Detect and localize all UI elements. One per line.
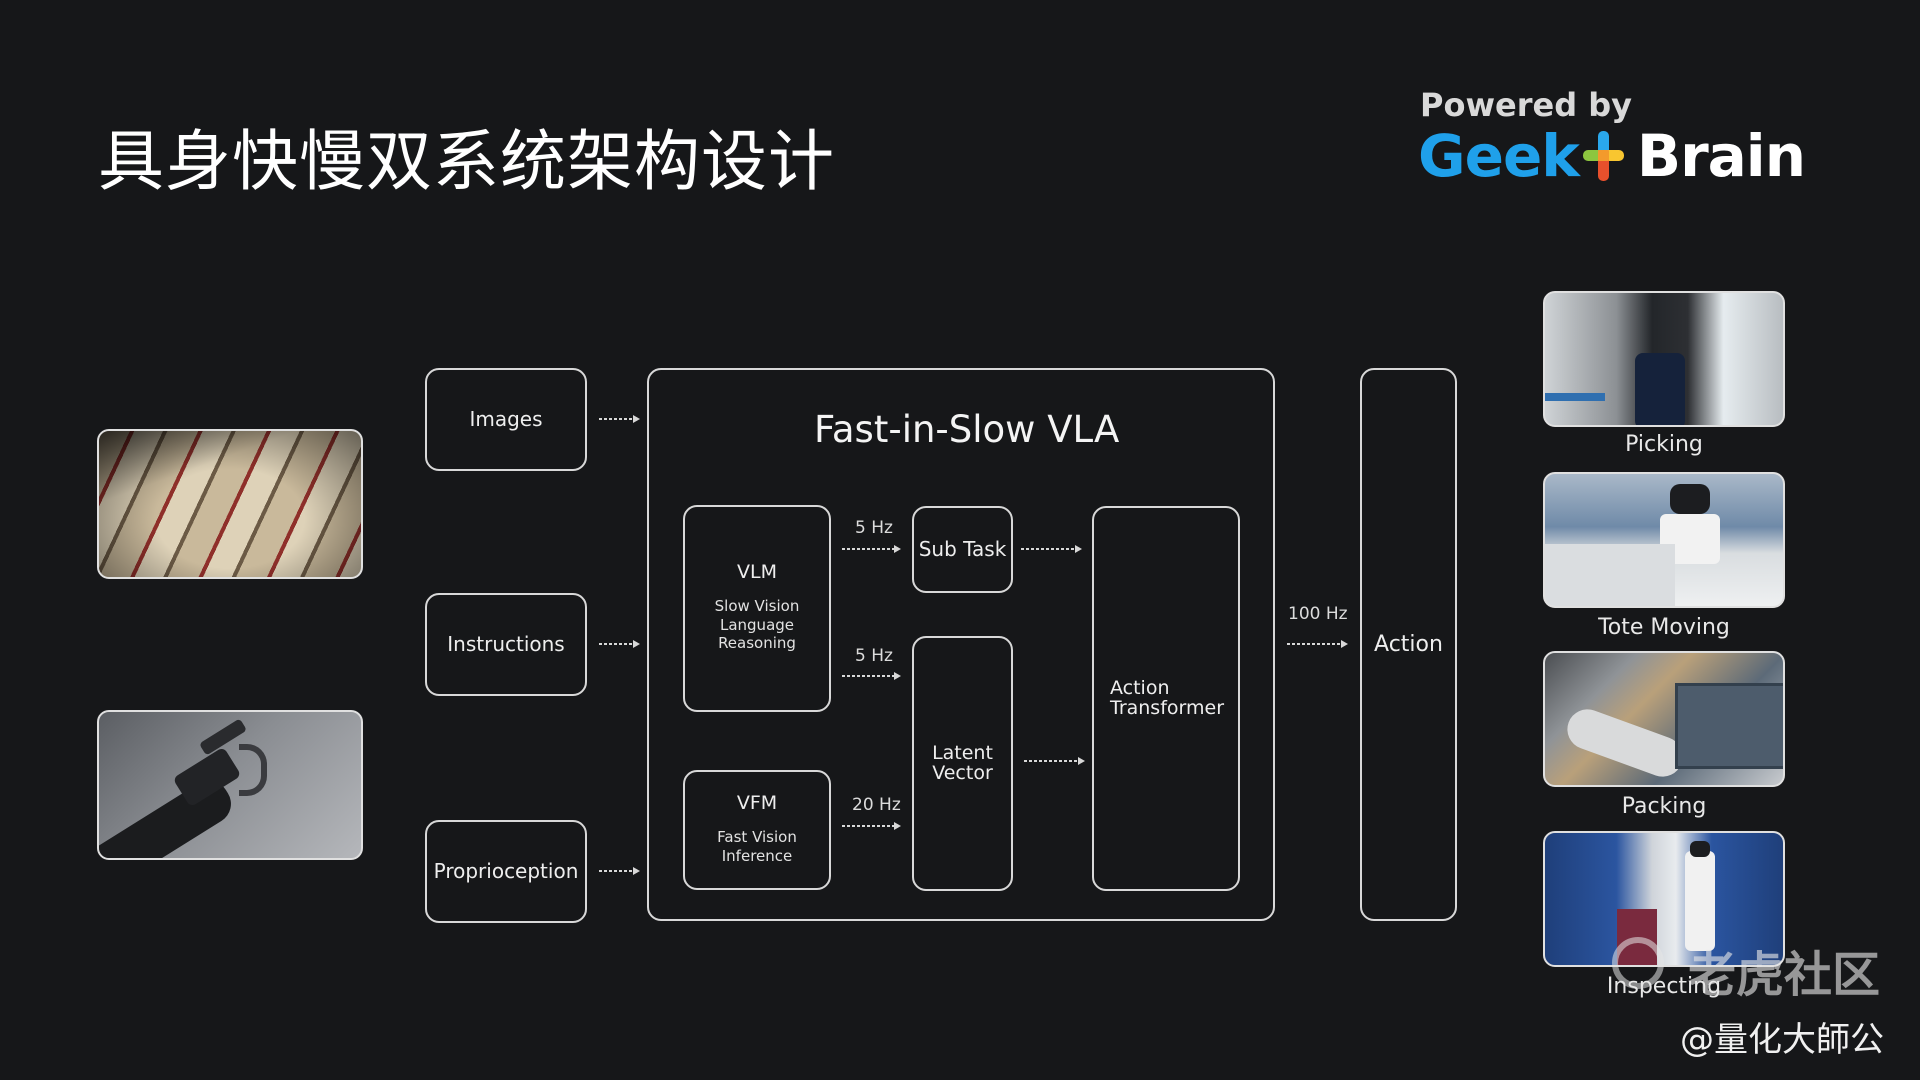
arrow-vla-to-action (1287, 640, 1348, 648)
logo-geek-text: Geek (1418, 122, 1580, 190)
vlm-title: VLM (737, 561, 777, 583)
fast-in-slow-vla-box: Fast-in-Slow VLA (647, 368, 1275, 921)
action-label: Action (1374, 631, 1443, 657)
action-transformer-line-2: Transformer (1110, 696, 1225, 719)
tiger-community-icon (1612, 937, 1664, 989)
tote-moving-caption: Tote Moving (1598, 615, 1730, 640)
sub-task-box: Sub Task (912, 506, 1013, 593)
watermark-text: 老虎社区 (1688, 947, 1881, 1003)
packing-caption: Packing (1621, 794, 1707, 819)
robot-gripper-photo (97, 710, 363, 860)
rate-to-action: 100 Hz (1288, 604, 1348, 624)
arrow-proprioception-to-vla (599, 867, 640, 875)
images-label: Images (469, 407, 543, 431)
author-handle: @量化大師公 (1680, 1020, 1884, 1060)
inspecting-photo (1543, 831, 1785, 967)
proprioception-input-box: Proprioception (425, 820, 587, 923)
vfm-box: VFM Fast Vision Inference (683, 770, 831, 890)
vlm-subtitle-line-3: Reasoning (718, 634, 796, 653)
picking-photo (1543, 291, 1785, 427)
slide-title: 具身快慢双系统架构设计 (98, 123, 835, 200)
vlm-box: VLM Slow Vision Language Reasoning (683, 505, 831, 712)
cookie-boxes-photo (97, 429, 363, 579)
arrow-images-to-vla (599, 415, 640, 423)
plus-icon (1582, 131, 1624, 181)
logo-brain-text: Brain (1636, 122, 1806, 190)
vfm-title: VFM (736, 792, 778, 814)
proprioception-label: Proprioception (433, 859, 579, 883)
arrow-instructions-to-vla (599, 640, 640, 648)
rate-vlm-to-latent: 5 Hz (855, 646, 893, 666)
powered-by-label: Powered by (1420, 86, 1632, 124)
latent-vector-line-2: Vector (932, 761, 993, 784)
vla-title: Fast-in-Slow VLA (814, 408, 1120, 451)
arrow-vlm-to-subtask (842, 545, 901, 553)
vfm-subtitle-line-1: Fast Vision (717, 827, 797, 846)
arrow-subtask-to-action-transformer (1021, 545, 1082, 553)
latent-vector-line-1: Latent (932, 741, 993, 764)
instructions-input-box: Instructions (425, 593, 587, 696)
action-transformer-box: Action Transformer (1092, 506, 1240, 891)
arrow-latent-to-action-transformer (1024, 757, 1085, 765)
vlm-subtitle-line-1: Slow Vision (714, 596, 800, 615)
arrow-vfm-to-latent (842, 822, 901, 830)
tote-moving-photo (1543, 472, 1785, 608)
picking-caption: Picking (1625, 432, 1703, 457)
instructions-label: Instructions (447, 632, 565, 656)
packing-photo (1543, 651, 1785, 787)
images-input-box: Images (425, 368, 587, 471)
action-output-box: Action (1360, 368, 1457, 921)
vfm-subtitle-line-2: Inference (721, 846, 793, 865)
latent-vector-box: Latent Vector (912, 636, 1013, 891)
vlm-subtitle-line-2: Language (719, 615, 795, 634)
rate-vlm-to-subtask: 5 Hz (855, 518, 893, 538)
rate-vfm-to-latent: 20 Hz (852, 795, 901, 815)
geekplus-brain-logo: Geek Brain (1418, 122, 1806, 190)
sub-task-label: Sub Task (918, 537, 1007, 561)
arrow-vlm-to-latent (842, 672, 901, 680)
action-transformer-line-1: Action (1110, 676, 1170, 699)
